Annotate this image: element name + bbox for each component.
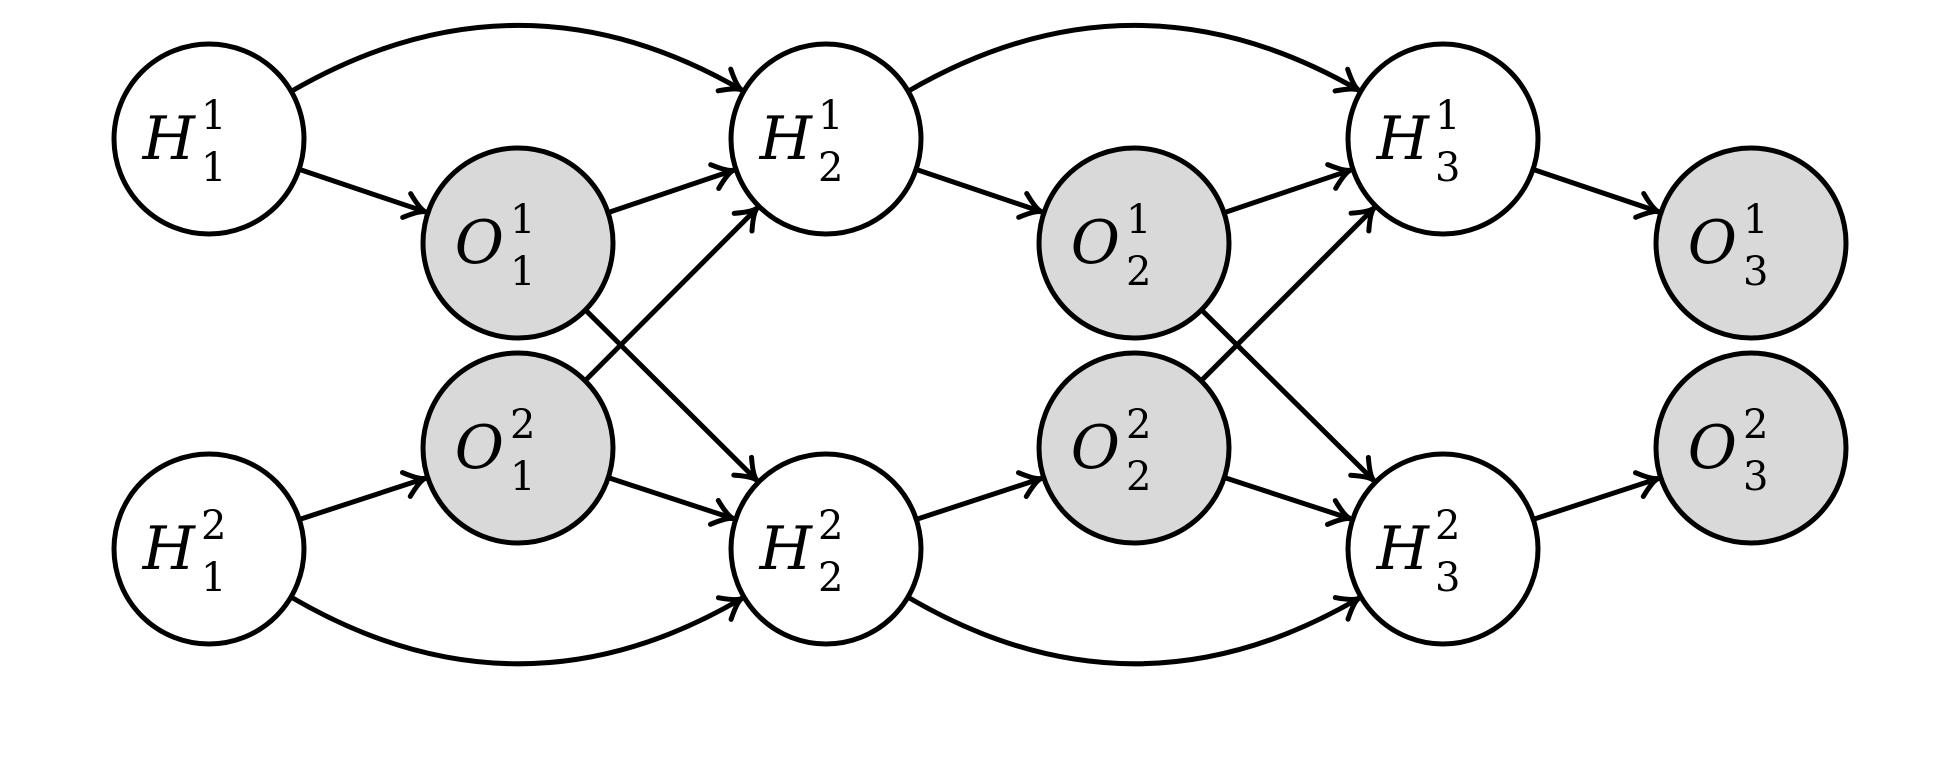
observed-node-circle <box>1036 145 1232 341</box>
node-superscript: 2 <box>1126 402 1151 448</box>
hidden-node-circle <box>728 451 924 647</box>
node-letter: H <box>1376 104 1431 174</box>
node-letter: H <box>759 514 814 584</box>
node-superscript: 1 <box>201 93 226 139</box>
node-subscript: 3 <box>1743 454 1768 500</box>
node-subscript: 1 <box>510 454 535 500</box>
edge-h21-to-h31 <box>905 23 1362 94</box>
hidden-node-circle <box>728 41 924 237</box>
edges-layer <box>288 23 1662 667</box>
edge-o22-to-h31 <box>1198 205 1377 384</box>
node-superscript: 2 <box>201 503 226 549</box>
node-letter: H <box>1376 514 1431 584</box>
edge-o12-to-h22 <box>605 475 737 522</box>
edge-h21-to-o21 <box>913 166 1045 215</box>
observed-node-circle <box>1036 350 1232 546</box>
node-subscript: 1 <box>201 145 226 191</box>
node-letter: H <box>142 514 197 584</box>
node-letter: O <box>455 208 504 278</box>
hidden-node-circle <box>111 451 307 647</box>
node-letter: O <box>1688 208 1737 278</box>
observed-node-circle <box>420 350 616 546</box>
node-letter: O <box>1071 413 1120 483</box>
edge-h22-to-o22 <box>913 475 1045 522</box>
node-superscript: 2 <box>818 503 843 549</box>
edge-o12-to-h21 <box>582 205 761 384</box>
edge-o11-to-h22 <box>582 307 760 484</box>
node-superscript: 1 <box>1126 197 1151 243</box>
node-superscript: 1 <box>818 93 843 139</box>
edge-o21-to-h31 <box>1221 167 1354 216</box>
node-subscript: 3 <box>1743 249 1768 295</box>
node-superscript: 2 <box>510 402 535 448</box>
hidden-node-circle <box>1345 451 1541 647</box>
hidden-node-circle <box>111 41 307 237</box>
node-letter: O <box>455 413 504 483</box>
edge-o11-to-h21 <box>605 167 737 216</box>
node-subscript: 2 <box>818 555 843 601</box>
node-superscript: 1 <box>1435 93 1460 139</box>
node-subscript: 3 <box>1435 145 1460 191</box>
edge-o21-to-h32 <box>1199 307 1377 484</box>
node-letter: O <box>1071 208 1120 278</box>
edge-h22-to-h32 <box>905 594 1362 667</box>
edge-h31-to-o31 <box>1530 166 1662 215</box>
observed-node-circle <box>420 145 616 341</box>
node-superscript: 2 <box>1435 503 1460 549</box>
node-letter: H <box>142 104 197 174</box>
node-subscript: 3 <box>1435 555 1460 601</box>
edge-h11-to-o11 <box>296 166 429 215</box>
edge-o22-to-h32 <box>1221 475 1354 522</box>
node-subscript: 2 <box>1126 249 1151 295</box>
node-subscript: 2 <box>1126 454 1151 500</box>
node-subscript: 1 <box>201 555 226 601</box>
edge-h11-to-h21 <box>288 23 745 94</box>
node-superscript: 1 <box>1743 197 1768 243</box>
node-letter: H <box>759 104 814 174</box>
edge-h32-to-o32 <box>1530 475 1662 522</box>
node-subscript: 2 <box>818 145 843 191</box>
node-superscript: 2 <box>1743 402 1768 448</box>
edge-h12-to-o12 <box>296 475 429 522</box>
node-subscript: 1 <box>510 249 535 295</box>
node-letter: O <box>1688 413 1737 483</box>
observed-node-circle <box>1653 350 1849 546</box>
observed-node-circle <box>1653 145 1849 341</box>
edge-h12-to-h22 <box>288 594 745 667</box>
node-superscript: 1 <box>510 197 535 243</box>
hidden-node-circle <box>1345 41 1541 237</box>
